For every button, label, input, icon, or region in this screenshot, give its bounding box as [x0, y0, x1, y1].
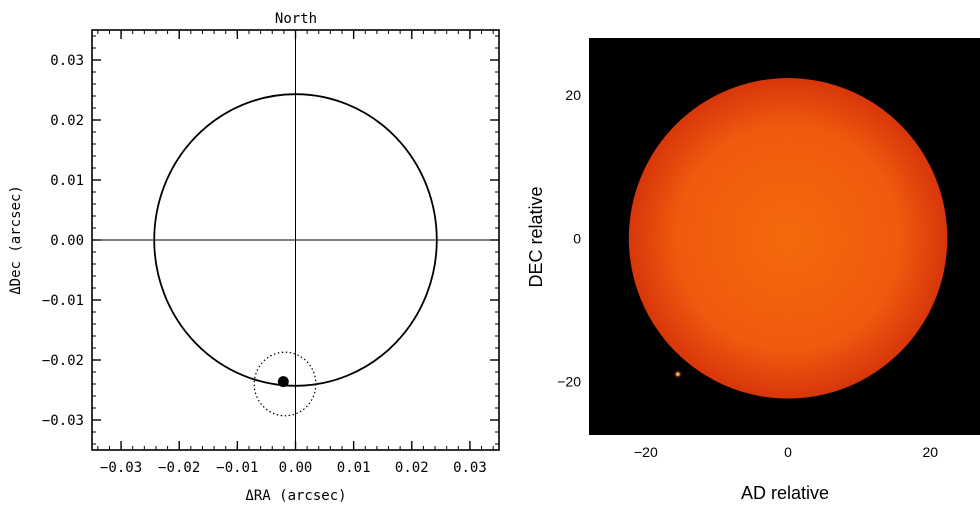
- right-x-axis-label: AD relative: [741, 483, 829, 503]
- x-tick-label: 0.02: [395, 460, 429, 476]
- stellar-disk: [628, 78, 948, 399]
- y-tick-label: −0.02: [42, 353, 84, 369]
- left-chart-marks: [92, 30, 499, 450]
- x-tick-label: 20: [922, 444, 938, 460]
- companion-point: [277, 376, 289, 388]
- x-tick-label: 0.01: [337, 460, 371, 476]
- right-x-tick-labels: −20 0 20: [634, 444, 938, 460]
- y-tick-label: −0.01: [42, 293, 84, 309]
- left-y-tick-labels: −0.03 −0.02 −0.01 0.00 0.01 0.02 0.03: [42, 53, 84, 429]
- y-tick-label: 20: [565, 87, 581, 103]
- left-y-axis-label: ΔDec (arcsec): [8, 185, 24, 295]
- left-chart-title: North: [275, 11, 317, 27]
- y-tick-label: −20: [557, 373, 581, 389]
- x-tick-label: −0.03: [100, 460, 142, 476]
- left-orbit-chart: North −0.03 −0.02 −0.01 0.00 0.01 0.02 0.03 −0…: [8, 11, 500, 504]
- uncertainty-circle: [253, 351, 317, 417]
- left-x-axis-label: ΔRA (arcsec): [245, 488, 346, 504]
- x-tick-label: 0.00: [279, 460, 313, 476]
- y-tick-label: 0.00: [50, 233, 84, 249]
- y-tick-label: 0.02: [50, 113, 84, 129]
- x-tick-label: −0.02: [158, 460, 200, 476]
- x-tick-label: −0.01: [216, 460, 258, 476]
- y-tick-label: 0.03: [50, 53, 84, 69]
- companion-source: [676, 372, 680, 376]
- right-image-chart: −20 0 20 −20 0 20 AD relative DEC relative: [526, 38, 980, 503]
- x-tick-label: 0.03: [453, 460, 487, 476]
- x-tick-label: −20: [634, 444, 658, 460]
- y-tick-label: 0: [573, 230, 581, 246]
- right-y-axis-label: DEC relative: [526, 186, 546, 287]
- stellar-disk-circle: [153, 93, 438, 387]
- y-tick-label: −0.03: [42, 413, 84, 429]
- y-tick-label: 0.01: [50, 173, 84, 189]
- right-chart-marks: [628, 78, 948, 399]
- x-tick-label: 0: [784, 444, 792, 460]
- right-y-tick-labels: −20 0 20: [557, 87, 581, 389]
- left-x-tick-labels: −0.03 −0.02 −0.01 0.00 0.01 0.02 0.03: [100, 460, 487, 476]
